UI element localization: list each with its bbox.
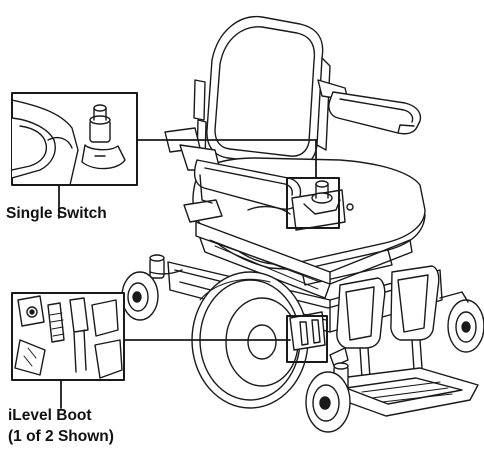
legrest-right: [390, 265, 440, 371]
right-armrest: [317, 79, 422, 135]
footplate: [329, 347, 479, 417]
single-switch-label: Single Switch: [6, 205, 107, 222]
ilevel-boot-inset: [11, 292, 125, 381]
suspension-region: [289, 311, 326, 351]
legrest-left: [336, 277, 386, 379]
single-switch-target-box: [286, 177, 340, 229]
ilevel-boot-target-box: [286, 315, 328, 363]
caster-front-right: [439, 291, 484, 353]
seat-pan: [183, 199, 413, 299]
ilevel-boot-label: iLevel Boot: [8, 407, 92, 424]
joystick-controller: [291, 180, 354, 231]
single-switch-inset: [11, 92, 138, 186]
left-armrest: [164, 127, 302, 210]
caster-front-left: [305, 362, 351, 433]
ilevel-boot-sublabel: (1 of 2 Shown): [8, 428, 114, 445]
backrest: [206, 15, 331, 167]
callout-lines: [58, 139, 317, 409]
